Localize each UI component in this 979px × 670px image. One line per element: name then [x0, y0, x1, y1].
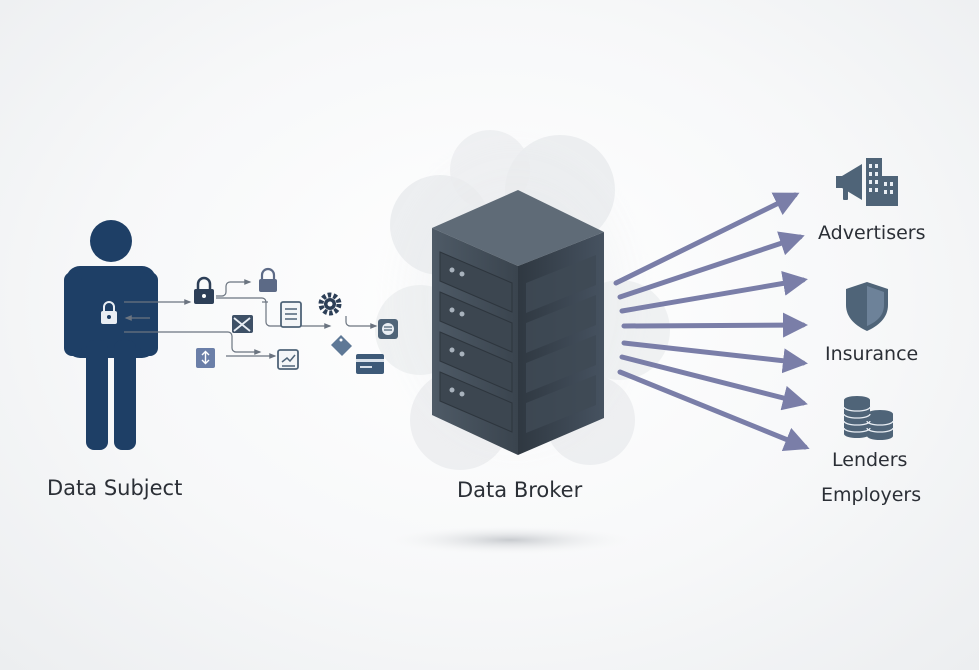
arrow-to-insurance [621, 340, 808, 374]
upload-icon [196, 348, 215, 368]
gear-icon [318, 292, 342, 316]
data-subject-label: Data Subject [47, 476, 183, 500]
arrow-to-lenders [619, 354, 808, 411]
employers-label: Employers [821, 484, 922, 506]
checkbox-icon [277, 349, 299, 370]
arrow-to-advertisers [617, 231, 805, 300]
arrow-to-insurance [621, 312, 808, 338]
arrow-to-employers [617, 369, 810, 452]
lenders-label: Lenders [832, 449, 908, 471]
megaphone-building-icon [836, 158, 898, 206]
credit-card-icon [356, 354, 384, 374]
tag-icon [331, 335, 352, 356]
arrow-to-insurance [619, 271, 808, 314]
person-icon [64, 220, 158, 450]
message-icon [378, 319, 398, 339]
padlock-icon [194, 276, 214, 304]
padlock-icon [259, 267, 277, 292]
coin-stack-icon [843, 396, 894, 440]
data-broker-label: Data Broker [457, 478, 583, 502]
output-arrows [613, 192, 810, 452]
insurance-label: Insurance [825, 343, 919, 365]
envelope-icon [232, 315, 253, 333]
data-flow-lines [124, 279, 378, 359]
broker-floor-shadow [390, 526, 630, 554]
shield-icon [846, 282, 888, 331]
document-icon [280, 301, 302, 328]
advertisers-label: Advertisers [818, 222, 926, 244]
server-tower-icon [432, 190, 604, 455]
arrow-to-advertisers [613, 192, 800, 286]
padlock-icon [101, 301, 117, 324]
